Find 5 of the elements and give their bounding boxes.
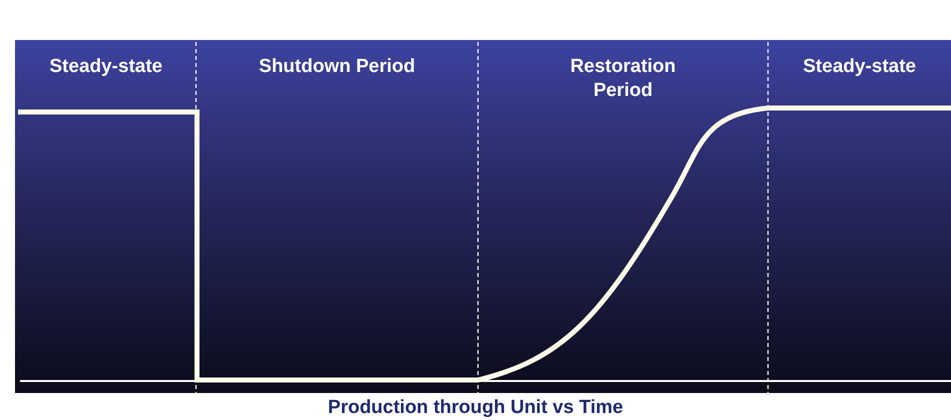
period-label: Restoration Period bbox=[569, 55, 677, 103]
period-label: Steady-state bbox=[48, 55, 164, 79]
caption: Production through Unit vs Time bbox=[326, 397, 624, 419]
period-label: Steady-state bbox=[802, 55, 917, 79]
period-label: Shutdown Period bbox=[258, 55, 416, 79]
